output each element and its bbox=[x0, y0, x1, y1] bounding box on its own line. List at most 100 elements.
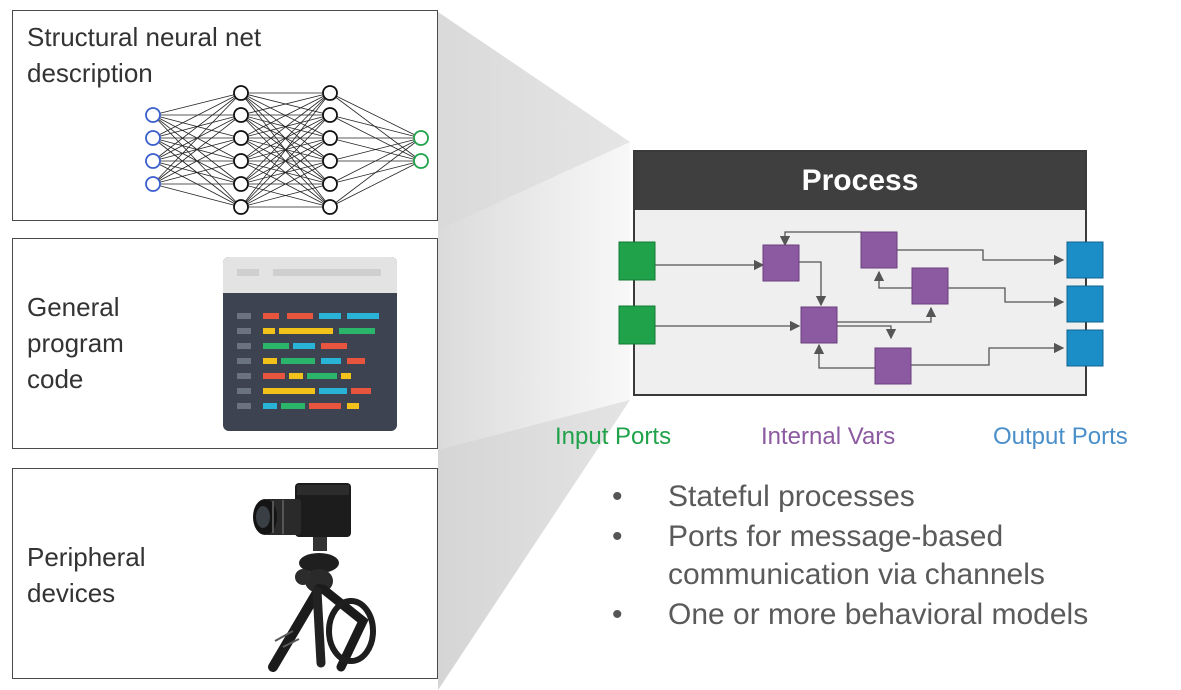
nn-edge bbox=[240, 137, 331, 208]
feature-text: Stateful processes bbox=[668, 480, 915, 513]
nn-node bbox=[233, 130, 249, 146]
code-token bbox=[287, 313, 313, 319]
code-token bbox=[347, 313, 379, 319]
nn-edge bbox=[329, 92, 422, 139]
code-token bbox=[347, 403, 359, 409]
nn-node bbox=[233, 199, 249, 215]
code-token bbox=[351, 388, 371, 394]
legend-input-ports: Input Ports bbox=[555, 423, 672, 450]
nn-node bbox=[413, 153, 429, 169]
nn-node bbox=[145, 176, 161, 192]
nn-edge bbox=[152, 92, 242, 139]
nn-edge bbox=[329, 114, 422, 139]
code-gutter-mark bbox=[237, 343, 251, 349]
nn-node bbox=[322, 153, 338, 169]
neural-net-panel: Structural neural net description bbox=[12, 10, 438, 221]
legend-internal-vars: Internal Vars bbox=[761, 423, 896, 450]
process-internal-diagram bbox=[618, 231, 1104, 385]
nn-edge bbox=[240, 92, 331, 139]
feature-text: One or more behavioral models bbox=[668, 598, 1089, 631]
nn-edge bbox=[240, 92, 331, 116]
bullet-icon: • bbox=[612, 520, 623, 553]
bullet-icon: • bbox=[612, 480, 623, 513]
nn-node bbox=[145, 153, 161, 169]
nn-edge bbox=[240, 92, 331, 208]
code-gutter-mark bbox=[237, 388, 251, 394]
nn-edge bbox=[329, 160, 422, 208]
code-editor-icon bbox=[223, 257, 397, 431]
nn-edge bbox=[240, 183, 331, 208]
code-token bbox=[263, 313, 279, 319]
neural-net-label: Structural neural net description bbox=[27, 22, 262, 88]
nn-edge bbox=[152, 92, 242, 162]
nn-node bbox=[322, 85, 338, 101]
code-token bbox=[263, 373, 285, 379]
peripheral-panel: Peripheral devices bbox=[12, 468, 438, 679]
code-token bbox=[263, 358, 277, 364]
nn-edge bbox=[240, 92, 331, 162]
code-token bbox=[263, 343, 289, 349]
code-token bbox=[293, 343, 315, 349]
code-token bbox=[281, 403, 305, 409]
nn-node bbox=[322, 199, 338, 215]
nn-edge bbox=[329, 137, 422, 185]
code-token bbox=[321, 343, 347, 349]
code-gutter-mark bbox=[237, 358, 251, 364]
internal-var bbox=[800, 306, 838, 344]
program-code-label: General program code bbox=[27, 292, 124, 394]
code-gutter-mark bbox=[237, 373, 251, 379]
code-token bbox=[289, 373, 303, 379]
code-token bbox=[307, 373, 337, 379]
legend-output-ports: Output Ports bbox=[993, 423, 1128, 450]
internal-var bbox=[860, 231, 898, 269]
code-token bbox=[319, 388, 347, 394]
code-token bbox=[339, 328, 375, 334]
code-token bbox=[319, 313, 341, 319]
nn-edge bbox=[240, 92, 331, 185]
code-token bbox=[309, 403, 341, 409]
nn-edge bbox=[152, 114, 242, 185]
internal-var bbox=[874, 347, 912, 385]
code-token bbox=[263, 328, 275, 334]
output-port bbox=[1066, 285, 1104, 323]
nn-node bbox=[233, 153, 249, 169]
bullet-icon: • bbox=[612, 598, 623, 631]
code-token bbox=[263, 388, 315, 394]
code-gutter-mark bbox=[237, 313, 251, 319]
process-box: Process bbox=[618, 150, 1104, 396]
code-token bbox=[347, 358, 365, 364]
peripheral-label: Peripheral devices bbox=[27, 542, 146, 608]
nn-node bbox=[233, 176, 249, 192]
code-token bbox=[279, 328, 333, 334]
nn-edge bbox=[240, 160, 331, 208]
code-token bbox=[321, 358, 341, 364]
feature-item: • Stateful processes bbox=[600, 478, 1170, 516]
nn-node bbox=[322, 130, 338, 146]
nn-node bbox=[322, 107, 338, 123]
nn-node bbox=[233, 107, 249, 123]
feature-item: •Ports for message-based communication v… bbox=[600, 518, 1170, 594]
nn-edge bbox=[152, 92, 242, 185]
internal-var bbox=[911, 267, 949, 305]
camera-tripod-image bbox=[253, 483, 376, 672]
neural-net-diagram bbox=[145, 85, 429, 215]
nn-node bbox=[322, 176, 338, 192]
internal-var bbox=[762, 244, 800, 282]
nn-edge bbox=[329, 92, 422, 162]
nn-edge bbox=[152, 137, 242, 185]
nn-node bbox=[145, 107, 161, 123]
nn-edge bbox=[152, 183, 242, 208]
nn-edge bbox=[329, 137, 422, 208]
code-token bbox=[281, 358, 315, 364]
nn-node bbox=[145, 130, 161, 146]
nn-edge bbox=[329, 137, 422, 162]
nn-node bbox=[233, 85, 249, 101]
process-title: Process bbox=[635, 152, 1085, 210]
nn-node bbox=[413, 130, 429, 146]
code-token bbox=[341, 373, 351, 379]
feature-list: • Stateful processes •Ports for message-b… bbox=[600, 478, 1170, 636]
code-gutter-mark bbox=[237, 403, 251, 409]
feature-item: • One or more behavioral models bbox=[600, 596, 1170, 634]
nn-edge bbox=[152, 92, 242, 116]
